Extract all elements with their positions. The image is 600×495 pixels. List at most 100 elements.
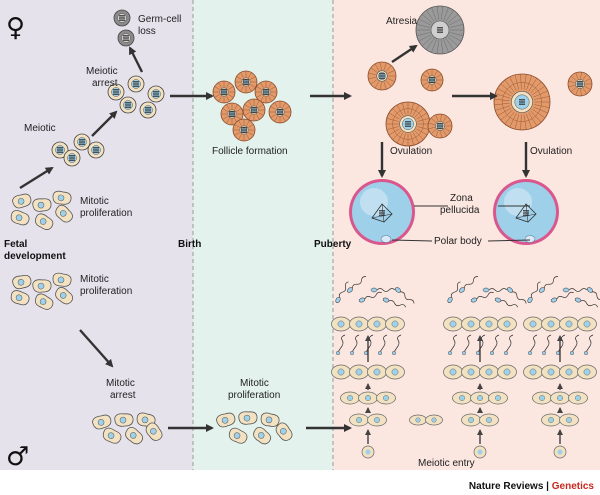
spermatid xyxy=(336,334,346,356)
oocyte xyxy=(127,75,145,93)
label-mitotic-proliferation-male-2: proliferation xyxy=(80,286,132,297)
germ-cell xyxy=(34,293,54,310)
sperm xyxy=(550,291,574,303)
germ-cell xyxy=(12,274,32,290)
follicle xyxy=(232,118,256,142)
spermatocyte-chain xyxy=(532,391,588,405)
fetal-development-band xyxy=(0,0,193,470)
sperm xyxy=(494,297,519,308)
label-zona-pellucida: Zona xyxy=(450,193,473,204)
follicle xyxy=(493,73,551,131)
female-symbol: ♀ xyxy=(6,13,25,43)
germ-cell xyxy=(34,213,54,230)
oocyte xyxy=(51,141,69,159)
label-meiotic-arrest: Meiotic xyxy=(86,66,118,77)
label-ovulation-left: Ovulation xyxy=(390,146,432,157)
spermatocyte-chain xyxy=(452,391,508,405)
follicle xyxy=(234,70,258,94)
spermatocyte-chain xyxy=(541,413,579,427)
spermatid xyxy=(462,334,472,356)
germ-cell xyxy=(216,412,236,428)
cell-illustrations xyxy=(10,5,600,459)
spermatid xyxy=(504,334,514,356)
follicle xyxy=(385,101,431,147)
label-meiotic-entry: Meiotic entry xyxy=(418,458,475,469)
spermatocyte-chain xyxy=(340,391,396,405)
label-mitotic-arrest-2: arrest xyxy=(110,390,136,401)
sperm xyxy=(335,281,349,304)
spermatocyte-chain xyxy=(331,316,405,332)
label-mitotic-proliferation-female: Mitotic xyxy=(80,196,109,207)
ovulated-egg xyxy=(349,179,415,245)
spermatid xyxy=(350,334,360,356)
sperm xyxy=(574,297,599,308)
label-mitotic-proliferation-birth: Mitotic xyxy=(240,378,269,389)
sperm xyxy=(562,287,588,293)
germ-cell xyxy=(55,287,74,305)
follicle xyxy=(427,113,453,139)
oocyte xyxy=(87,141,105,159)
sperm xyxy=(370,287,396,293)
oocyte xyxy=(107,83,125,101)
oocyte xyxy=(73,133,91,151)
sperm xyxy=(447,281,461,304)
sperm xyxy=(347,276,367,293)
sperm xyxy=(539,276,559,293)
spermatogenesis-column xyxy=(473,445,487,459)
label-meiotic-arrest-2: arrest xyxy=(92,78,118,89)
credit-line: Nature Reviews | Genetics xyxy=(469,481,595,492)
follicle xyxy=(242,98,266,122)
flow-arrow xyxy=(91,110,118,137)
germ-cell xyxy=(238,411,258,425)
germ-cell xyxy=(145,422,163,441)
germ-cell xyxy=(52,190,72,205)
spermatogenesis-column xyxy=(553,445,567,459)
polar-body-leader xyxy=(391,239,433,242)
sperm xyxy=(459,276,479,293)
label-mitotic-arrest: Mitotic xyxy=(106,378,135,389)
flow-arrow xyxy=(79,329,114,368)
germ-cell xyxy=(10,210,30,226)
spermatid xyxy=(584,334,594,356)
spermatocyte-chain xyxy=(443,316,517,332)
sperm xyxy=(470,291,494,303)
spermatid xyxy=(528,334,538,356)
germ-cell xyxy=(125,427,144,445)
spermatid xyxy=(448,334,458,356)
label-mitotic-proliferation-male: Mitotic xyxy=(80,274,109,285)
follicle xyxy=(367,61,397,91)
ovulated-egg xyxy=(493,179,559,245)
spermatocyte-chain xyxy=(523,316,597,332)
label-birth: Birth xyxy=(178,239,201,250)
germ-cell xyxy=(275,422,293,441)
follicle xyxy=(567,71,593,97)
label-puberty: Puberty xyxy=(314,239,352,250)
germ-cell xyxy=(55,204,73,223)
flow-arrow xyxy=(128,46,144,73)
label-mitotic-proliferation-birth-2: proliferation xyxy=(228,390,280,401)
label-meiotic: Meiotic xyxy=(24,123,56,134)
spermatid xyxy=(570,334,580,356)
flow-arrow xyxy=(19,166,54,190)
spermatocyte-chain xyxy=(461,413,499,427)
germ-cell xyxy=(10,290,30,306)
label-fetal-development: Fetal xyxy=(4,239,28,250)
spermatogenesis-column xyxy=(361,445,375,459)
oocyte xyxy=(139,101,157,119)
label-atresia: Atresia xyxy=(386,16,418,27)
spermatid xyxy=(490,334,500,356)
spermatid xyxy=(542,334,552,356)
male-symbol: ♂ xyxy=(6,442,29,472)
sperm xyxy=(507,287,527,304)
spermatocyte-chain xyxy=(409,414,443,426)
germ-cell xyxy=(260,412,280,427)
spermatocyte-chain xyxy=(523,364,597,380)
oocyte xyxy=(147,85,165,103)
sperm xyxy=(382,297,407,308)
germ-cell xyxy=(253,427,272,445)
sperm xyxy=(395,287,415,304)
follicle xyxy=(212,80,236,104)
flow-arrow xyxy=(391,44,418,63)
